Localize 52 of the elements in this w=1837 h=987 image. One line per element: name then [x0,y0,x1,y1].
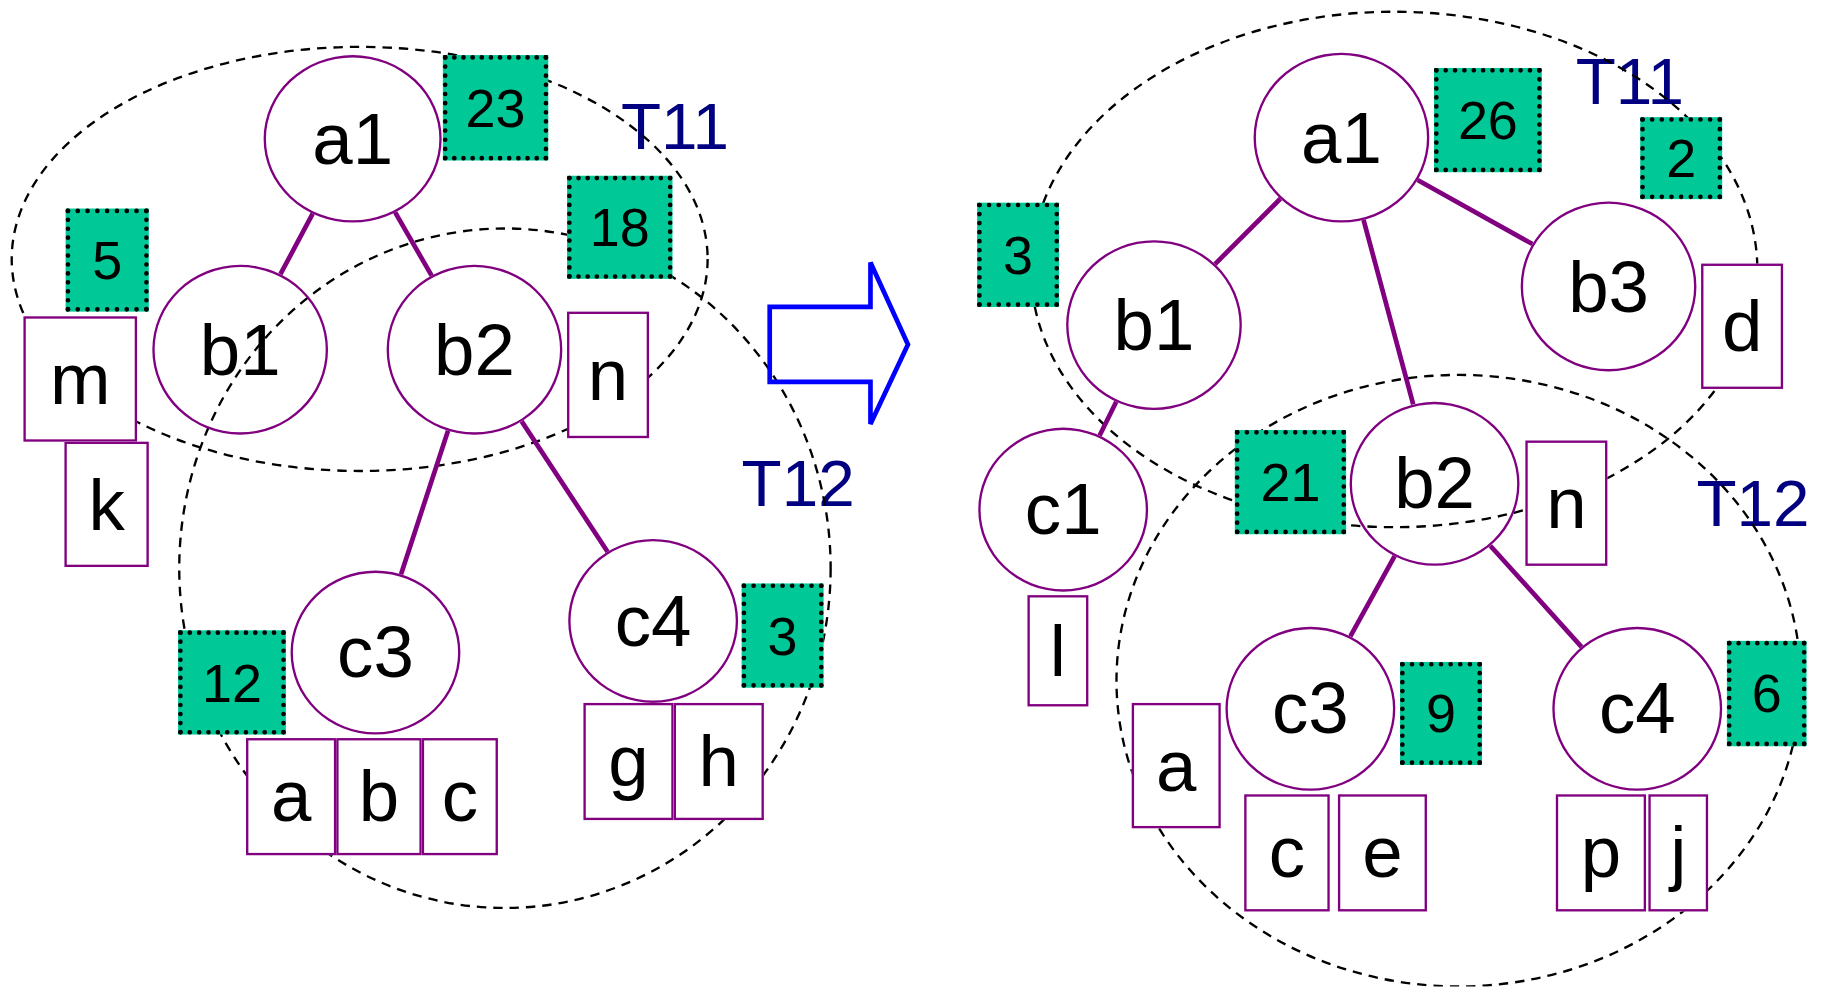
item-box: d [1701,263,1784,389]
item-box: e [1337,794,1427,912]
tree-edge [398,429,451,576]
tree-node: a1 [1253,52,1430,223]
tree-edge [393,211,434,277]
weight-badge: 26 [1434,67,1542,173]
item-box: k [64,441,149,568]
item-box: h [673,702,764,821]
weight-badge: 9 [1400,661,1482,766]
tree-node: b2 [1349,401,1520,566]
tree-node: c4 [1552,626,1723,791]
weight-badge: 3 [977,202,1060,307]
item-box: p [1555,794,1647,912]
item-box: a [1131,702,1221,829]
tree-node: b1 [1066,240,1242,411]
item-box: c [1244,794,1330,912]
weight-badge: 12 [178,630,286,735]
weight-badge: 2 [1640,117,1723,200]
item-box: m [23,316,138,442]
item-box: j [1648,794,1709,912]
tree-edge [1348,555,1397,638]
tree-edge [1097,400,1119,437]
weight-badge: 6 [1726,640,1807,747]
region-label: T11 [1575,49,1684,115]
region-label: T12 [741,451,855,517]
tree-node: a1 [263,55,442,223]
tree-edge [278,212,315,276]
item-box: c [421,738,498,856]
tree-node: c3 [290,570,461,735]
tree-node: c1 [978,427,1149,592]
tree-node: b3 [1520,201,1697,372]
weight-badge: 18 [567,175,673,279]
item-box: l [1027,595,1089,707]
tree-node: b1 [152,264,329,435]
weight-badge: 3 [741,583,824,688]
tree-edge [1213,197,1282,266]
item-box: n [1525,440,1608,566]
region-label: T12 [1696,470,1810,537]
tree-node: b2 [386,264,563,435]
item-box: n [567,311,650,439]
weight-badge: 5 [65,208,149,312]
tree-node: c3 [1225,626,1396,791]
tree-edge [1488,544,1584,649]
region-label: T11 [620,93,730,160]
tree-edge [1361,219,1416,406]
tree-edge [519,420,610,553]
tree-edge [1416,178,1534,247]
item-box: g [583,702,674,821]
item-box: a [246,738,337,856]
weight-badge: 21 [1234,429,1347,535]
weight-badge: 23 [442,55,549,161]
item-box: b [336,738,422,856]
